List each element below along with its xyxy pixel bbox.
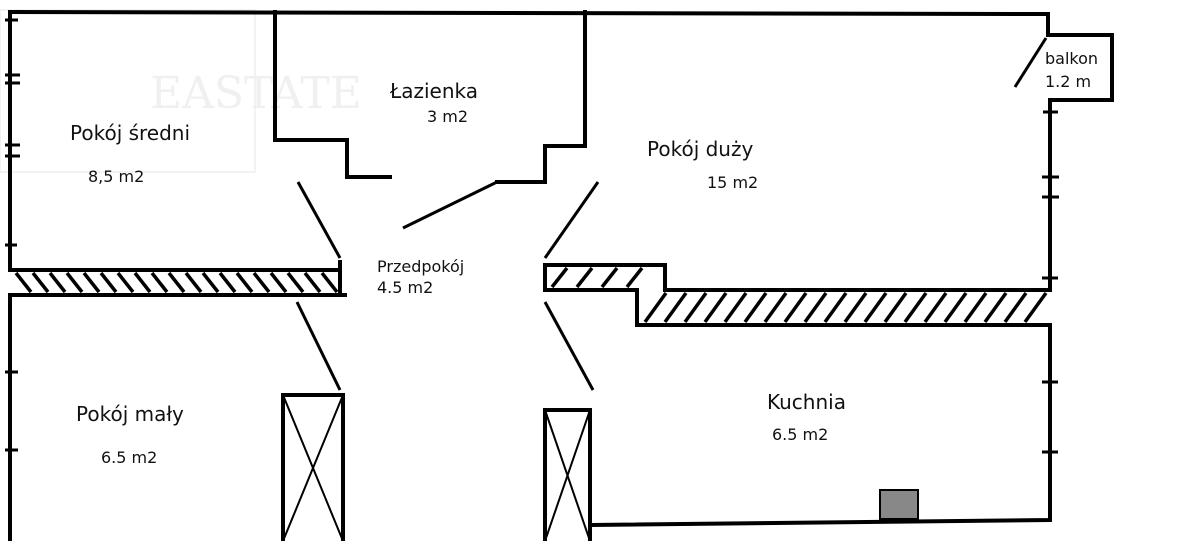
window-ticks	[5, 18, 1059, 454]
room-name-pokoj-maly: Pokój mały	[76, 402, 184, 426]
hatch-line	[863, 291, 888, 324]
hatch-line	[150, 271, 169, 294]
room-name-przedpokoj: Przedpokój	[377, 257, 464, 276]
hatch-line	[235, 271, 254, 294]
hatch-line	[1003, 291, 1028, 324]
hatch-line	[683, 291, 708, 324]
hatch-line	[883, 291, 908, 324]
door-kuchnia	[543, 301, 595, 391]
hatch-line	[903, 291, 928, 324]
hatch-line	[269, 271, 288, 294]
hatch-wall-left	[14, 271, 339, 294]
hatch-wall-middle	[550, 266, 644, 289]
wardrobe-right	[543, 408, 592, 541]
hatch-line	[703, 291, 728, 324]
hatch-line	[600, 266, 619, 289]
hatch-line	[133, 271, 152, 294]
hatch-line	[303, 271, 322, 294]
door-pokoj-maly	[295, 301, 342, 391]
hatch-line	[48, 271, 67, 294]
hatch-line	[320, 271, 339, 294]
room-area-kuchnia: 6.5 m2	[772, 425, 828, 444]
wardrobe-left	[281, 393, 345, 541]
room-area-balkon: 1.2 m	[1045, 72, 1091, 91]
hatch-line	[550, 266, 569, 289]
watermark-text: EASTATE	[150, 68, 362, 119]
door-lazienka	[402, 180, 498, 230]
doors	[295, 37, 1048, 391]
hatch-line	[184, 271, 203, 294]
door-pokoj-sredni	[296, 181, 342, 259]
room-name-pokoj-duzy: Pokój duży	[647, 137, 753, 161]
hatch-line	[218, 271, 237, 294]
stove	[879, 489, 919, 520]
watermark: EASTATE	[0, 9, 362, 173]
hatch-line	[783, 291, 808, 324]
hatch-line	[823, 291, 848, 324]
hatch-line	[252, 271, 271, 294]
hatch-line	[82, 271, 101, 294]
room-name-kuchnia: Kuchnia	[767, 390, 846, 414]
hatch-line	[763, 291, 788, 324]
hatch-line	[1023, 291, 1048, 324]
room-area-pokoj-sredni: 8,5 m2	[88, 167, 144, 186]
hatch-line	[625, 266, 644, 289]
hatch-line	[743, 291, 768, 324]
room-name-pokoj-sredni: Pokój średni	[70, 121, 190, 145]
door-balkon	[1013, 37, 1048, 88]
room-name-balkon: balkon	[1045, 49, 1098, 68]
hatch-line	[167, 271, 186, 294]
hatch-line	[116, 271, 135, 294]
room-name-lazienka: Łazienka	[389, 79, 478, 103]
room-area-pokoj-duzy: 15 m2	[707, 173, 758, 192]
hatch-line	[575, 266, 594, 289]
hatch-line	[943, 291, 968, 324]
room-area-pokoj-maly: 6.5 m2	[101, 448, 157, 467]
hatch-line	[723, 291, 748, 324]
room-area-lazienka: 3 m2	[427, 107, 468, 126]
hatch-line	[65, 271, 84, 294]
door-pokoj-duzy	[543, 181, 600, 259]
room-area-przedpokoj: 4.5 m2	[377, 278, 433, 297]
hatch-line	[983, 291, 1008, 324]
hatch-line	[843, 291, 868, 324]
hatch-line	[31, 271, 50, 294]
hatch-line	[923, 291, 948, 324]
hatch-line	[963, 291, 988, 324]
walls	[7, 9, 1114, 541]
hatch-line	[201, 271, 220, 294]
hatch-line	[99, 271, 118, 294]
hatch-line	[803, 291, 828, 324]
hatch-line	[14, 271, 33, 294]
hatch-wall-right	[643, 291, 1048, 324]
hatch-line	[286, 271, 305, 294]
hatch-line	[663, 291, 688, 324]
hatch-line	[643, 291, 668, 324]
